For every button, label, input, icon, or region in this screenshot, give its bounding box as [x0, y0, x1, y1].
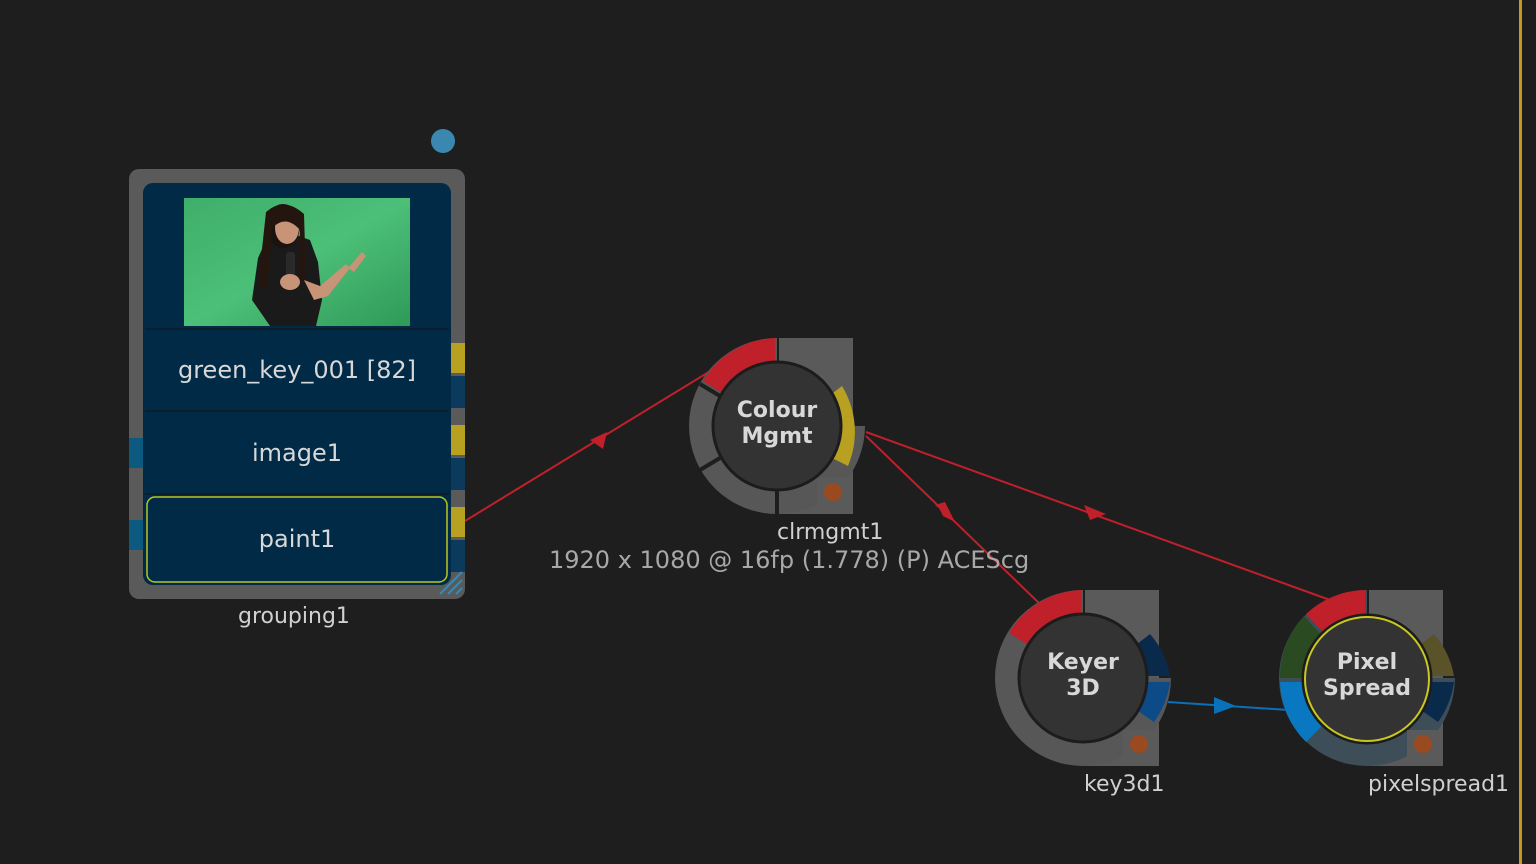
- group-node[interactable]: [129, 129, 465, 599]
- group-row-label[interactable]: image1: [251, 439, 343, 467]
- node-pixelspread1[interactable]: [1279, 590, 1455, 766]
- wires: [464, 369, 1331, 714]
- node-ring-red: [703, 338, 775, 394]
- group-caption: grouping1: [238, 604, 350, 629]
- node-caption: key3d1: [1084, 772, 1165, 797]
- node-status-icon[interactable]: [1414, 735, 1432, 753]
- node-selected-ring: [1304, 616, 1430, 742]
- node-ring-red: [1009, 590, 1081, 646]
- node-caption: pixelspread1: [1368, 772, 1510, 797]
- group-input-tab: [450, 507, 465, 537]
- wire-arrow: [1084, 505, 1106, 520]
- node-ring-gap: [698, 382, 722, 398]
- group-row-label[interactable]: paint1: [258, 525, 336, 553]
- group-status-dot[interactable]: [431, 129, 455, 153]
- viewport-right-edge: [1519, 0, 1522, 864]
- group-output-tab: [450, 458, 465, 490]
- node-ring-red: [1306, 590, 1365, 633]
- node-ring-dark-blue: [1418, 682, 1454, 722]
- group-left-tab: [129, 520, 145, 550]
- node-core: [1017, 612, 1149, 744]
- node-core: [1301, 613, 1433, 745]
- node-core: [711, 360, 843, 492]
- thumbnail-image: [184, 198, 410, 326]
- wire-key3d-to-pixelspread[interactable]: [1167, 701, 1305, 712]
- wire-group-to-clrmgmt[interactable]: [464, 369, 713, 522]
- node-ring-olive: [1416, 634, 1454, 676]
- wire-arrow: [1214, 697, 1236, 714]
- node-key3d1[interactable]: [995, 590, 1171, 766]
- node-info-text: 1920 x 1080 @ 16fp (1.778) (P) ACEScg: [549, 546, 1030, 574]
- wire-arrow: [938, 506, 953, 521]
- node-status-icon[interactable]: [824, 483, 842, 501]
- node-caption: clrmgmt1: [777, 520, 884, 545]
- group-output-tab: [450, 376, 465, 408]
- resize-handle-icon[interactable]: [439, 571, 463, 595]
- group-input-tab: [450, 343, 465, 373]
- group-output-tab: [450, 540, 465, 572]
- group-input-tab: [450, 425, 465, 455]
- node-ring-blue: [1134, 682, 1170, 722]
- node-clrmgmt1[interactable]: [689, 338, 865, 514]
- node-ring-dark-blue: [1132, 634, 1170, 676]
- node-ring-gap: [698, 456, 722, 472]
- group-left-tab: [129, 438, 145, 468]
- node-ring-green: [1279, 616, 1322, 678]
- wire-arrow: [590, 432, 607, 449]
- selected-row-outline: [146, 496, 448, 583]
- node-ring-cyan: [1280, 682, 1324, 742]
- wire-arrow: [935, 502, 955, 522]
- group-row-label[interactable]: green_key_001 [82]: [177, 356, 417, 384]
- node-status-icon[interactable]: [1130, 735, 1148, 753]
